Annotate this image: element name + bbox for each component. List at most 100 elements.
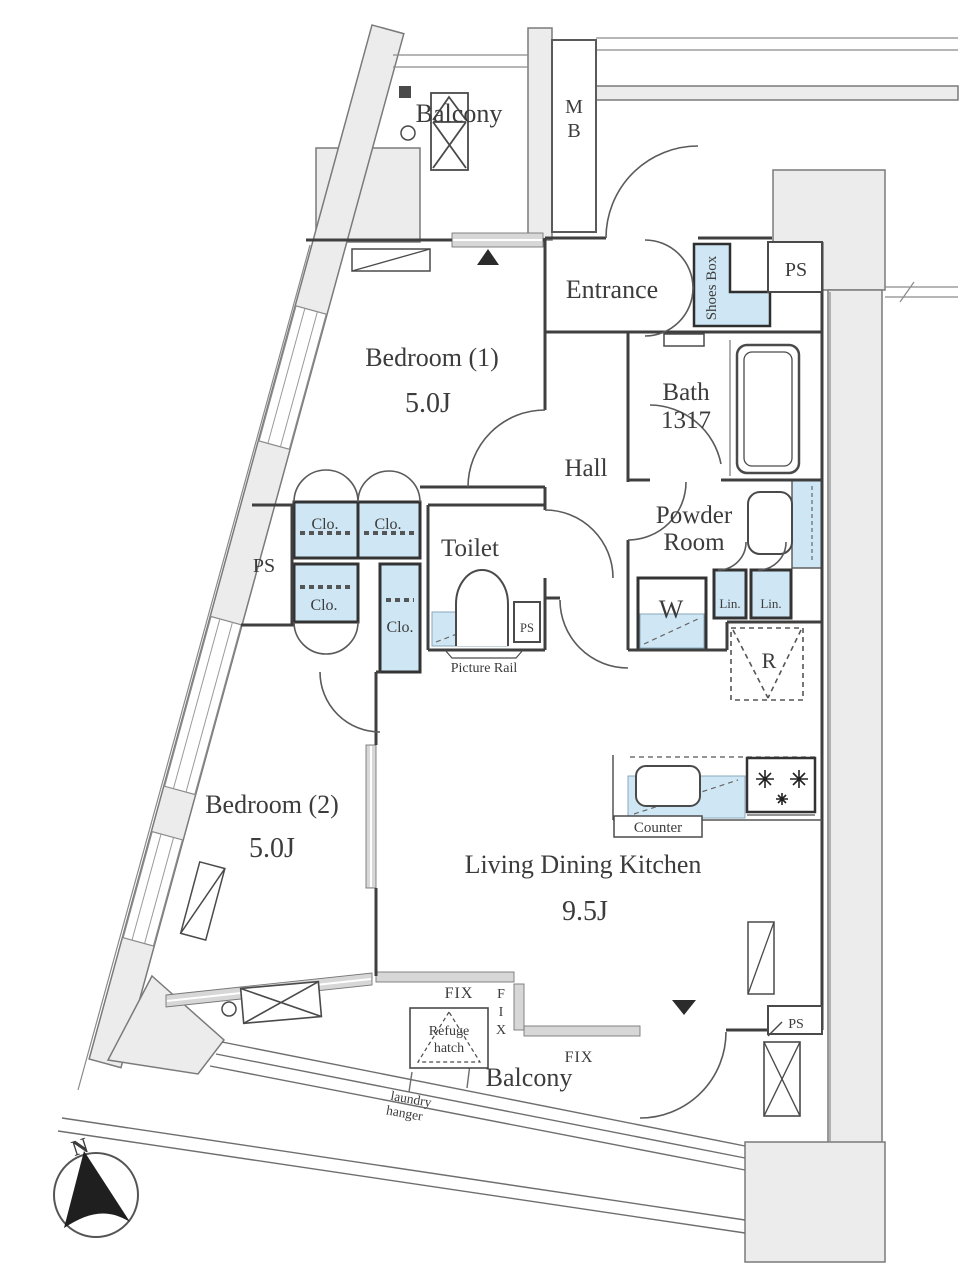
pillar-bottom-right bbox=[744, 1141, 886, 1263]
stove-burners bbox=[756, 770, 808, 805]
kitchen-counter bbox=[612, 755, 822, 821]
meter-box bbox=[551, 39, 597, 233]
label-closet-tl: Clo. bbox=[311, 516, 338, 533]
closet-mid-box bbox=[378, 562, 422, 674]
diagonal-exterior-wall bbox=[88, 24, 405, 1069]
label-refuge-1: Refuge bbox=[429, 1024, 469, 1039]
closet-mid-door-arc bbox=[319, 671, 381, 733]
kitchen-sink bbox=[635, 765, 701, 807]
entrance-outward-door-arc bbox=[605, 145, 699, 239]
label-fix-left: FIX bbox=[445, 985, 474, 1002]
railing-post-marker bbox=[399, 86, 411, 98]
bath-fixtures bbox=[663, 333, 801, 476]
ps-box-bottom-right bbox=[767, 1005, 823, 1035]
triangle-up-marker bbox=[477, 249, 499, 265]
wall-balcony-mb bbox=[527, 27, 553, 241]
compass-needle bbox=[64, 1151, 130, 1228]
linen2-door-arc bbox=[757, 541, 787, 571]
label-shoes-box: Shoes Box bbox=[704, 255, 720, 320]
toilet-door-arc bbox=[544, 509, 614, 579]
laundry-hanger-label: laundry hanger bbox=[385, 1088, 433, 1124]
balcony-hatch bbox=[430, 92, 469, 171]
window-fix-bottom bbox=[523, 1025, 641, 1037]
partition-walls bbox=[241, 236, 824, 1032]
label-refrigerator: R bbox=[762, 648, 777, 673]
bath-vent bbox=[663, 333, 705, 347]
label-bath-size: 1317 bbox=[661, 407, 711, 434]
label-counter: Counter bbox=[634, 820, 682, 836]
label-compass-north: N bbox=[68, 1132, 91, 1161]
label-closet-mid: Clo. bbox=[386, 619, 413, 636]
label-linen-1: Lin. bbox=[719, 596, 740, 611]
window-fix-vertical bbox=[513, 983, 525, 1031]
closet-tr-arc-2 bbox=[388, 470, 421, 503]
label-linen-2: Lin. bbox=[760, 596, 781, 611]
label-ps-top-right: PS bbox=[785, 259, 807, 281]
entrance-door-leaf-2 bbox=[644, 287, 694, 337]
label-balcony-top: Balcony bbox=[416, 99, 503, 128]
bedroom1-door-arc bbox=[467, 409, 546, 488]
door-arcs bbox=[293, 145, 787, 1119]
label-laundry-1: laundry bbox=[389, 1088, 432, 1110]
label-ldk-size: 9.5J bbox=[562, 896, 608, 927]
ps-box-toilet bbox=[513, 601, 541, 643]
label-picture-rail: Picture Rail bbox=[451, 661, 518, 676]
triangle-down-marker bbox=[672, 1000, 696, 1015]
label-mb-1: M bbox=[565, 96, 583, 118]
stove bbox=[745, 756, 817, 814]
exterior-outline-lines bbox=[77, 37, 958, 1142]
bathtub bbox=[735, 343, 801, 475]
counter-label-box: Counter bbox=[613, 815, 703, 838]
closet-tr-arc-1 bbox=[357, 470, 390, 503]
plumbing-fixtures bbox=[292, 242, 823, 819]
faucet-circle bbox=[400, 125, 416, 141]
label-toilet: Toilet bbox=[441, 535, 499, 562]
balcony-railing-bottom bbox=[57, 1041, 746, 1234]
drain-circle bbox=[221, 1001, 237, 1017]
label-powder-2: Room bbox=[663, 529, 725, 556]
label-fix-vert-x: X bbox=[496, 1023, 506, 1038]
corridor-band-top bbox=[595, 85, 959, 101]
refuge-hatch bbox=[409, 1007, 489, 1069]
label-laundry-2: hanger bbox=[385, 1102, 424, 1123]
label-washer: W bbox=[659, 595, 684, 624]
wall-bottom-left bbox=[106, 974, 226, 1075]
closet-tl-arc-2 bbox=[325, 469, 359, 503]
linen-box-1 bbox=[712, 568, 748, 620]
linen1-door-arc bbox=[717, 541, 747, 571]
label-bedroom2-name: Bedroom (2) bbox=[205, 790, 339, 819]
closet-left-arc-2 bbox=[325, 621, 359, 655]
window-fix-left bbox=[375, 971, 515, 983]
label-fix-vert-i: I bbox=[499, 1005, 504, 1020]
closet-left-box bbox=[292, 562, 360, 624]
label-bath-name: Bath bbox=[662, 379, 710, 406]
label-mb-2: B bbox=[567, 120, 580, 142]
label-fix-vert-f: F bbox=[497, 987, 505, 1002]
label-bedroom1-name: Bedroom (1) bbox=[365, 343, 499, 372]
labels: Balcony M B Entrance Shoes Box PS Bath 1… bbox=[68, 96, 807, 1161]
label-hall: Hall bbox=[564, 455, 607, 482]
washbasin bbox=[747, 491, 793, 555]
hall-ldk-door-arc bbox=[559, 599, 629, 669]
washbasin-counter bbox=[791, 479, 823, 569]
label-refuge-2: hatch bbox=[434, 1041, 464, 1056]
linen-box-2 bbox=[749, 568, 793, 620]
label-ps-toilet: PS bbox=[520, 621, 534, 635]
label-balcony-bottom: Balcony bbox=[486, 1063, 573, 1092]
label-powder-1: Powder bbox=[656, 502, 733, 529]
closet-top-right-box bbox=[356, 500, 422, 560]
label-closet-tr: Clo. bbox=[374, 516, 401, 533]
label-fix-bottom: FIX bbox=[565, 1049, 594, 1066]
label-bedroom1-size: 5.0J bbox=[405, 388, 451, 419]
picture-rail-bracket bbox=[444, 649, 524, 659]
toilet-bowl bbox=[455, 569, 509, 646]
balcony-door-arc bbox=[639, 1031, 727, 1119]
label-ldk-name: Living Dining Kitchen bbox=[465, 850, 702, 879]
label-entrance: Entrance bbox=[566, 275, 658, 304]
label-ps-left: PS bbox=[253, 555, 275, 577]
ps-box-top-right bbox=[767, 241, 823, 293]
label-closet-left: Clo. bbox=[310, 597, 337, 614]
label-bedroom2-size: 5.0J bbox=[249, 833, 295, 864]
entrance-door-leaf-1 bbox=[644, 239, 694, 289]
